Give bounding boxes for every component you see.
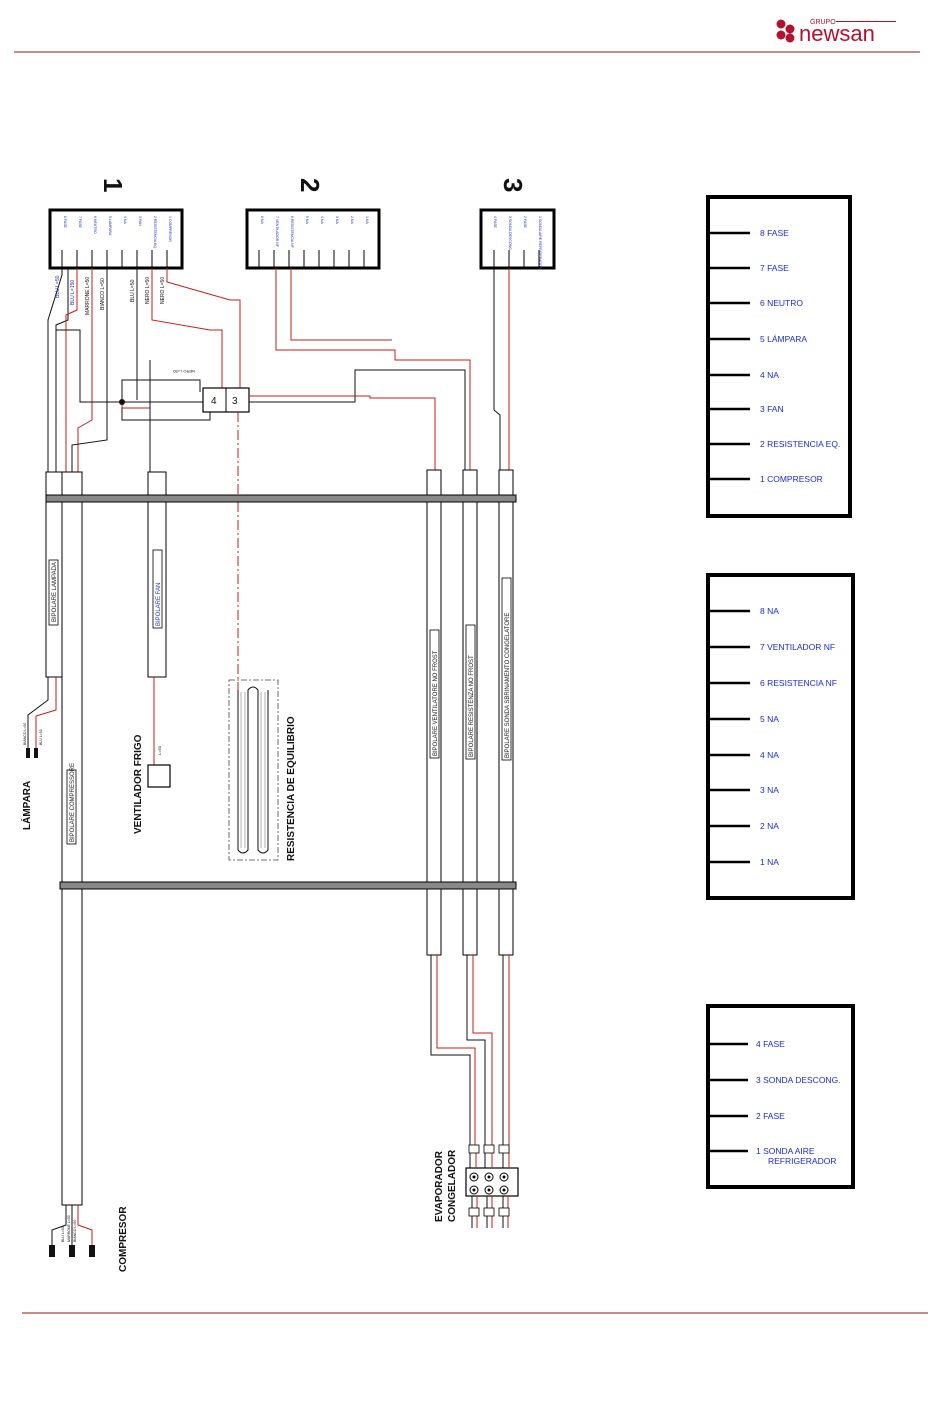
legend1-pin-8: 8 FASE xyxy=(760,228,789,238)
legend2-pin-2: 2 NA xyxy=(760,821,779,831)
svg-text:4 FASE: 4 FASE xyxy=(493,216,497,229)
label-resistencia: RESISTENCIA DE EQUILIBRIO xyxy=(286,716,297,861)
crossing-bands xyxy=(45,494,517,890)
connector-2: 8 NA 7 VENTILADOR NF 6 RESISTENCIA NF 5 … xyxy=(245,208,381,270)
legend1-pin-6: 6 NEUTRO xyxy=(760,298,803,308)
svg-text:1 SONDA AIRE REFRIGERADOR: 1 SONDA AIRE REFRIGERADOR xyxy=(538,216,542,270)
svg-text:1 COMPRESOR: 1 COMPRESOR xyxy=(168,216,172,242)
lampara-connector xyxy=(26,677,57,758)
label-ventilador: VENTILADOR FRIGO xyxy=(133,734,144,834)
legend3-pin-1-cont: REFRIGERADOR xyxy=(768,1156,836,1166)
logo-mark-icon xyxy=(776,19,795,43)
terminal-block: 4 3 xyxy=(202,387,250,413)
svg-text:3 SONDA DESCONG.: 3 SONDA DESCONG. xyxy=(508,216,512,251)
svg-text:3 NA: 3 NA xyxy=(335,216,339,224)
fan-motor xyxy=(147,764,171,788)
label-compresor: COMPRESOR xyxy=(118,1206,129,1272)
connector-3-number: 3 xyxy=(498,178,528,192)
svg-text:2 NA: 2 NA xyxy=(350,216,354,224)
lampara-wire-label-1: BIANCO L=50 xyxy=(23,723,27,745)
legend-connector-2: 8 NA 7 VENTILADOR NF 6 RESISTENCIA NF 5 … xyxy=(706,573,855,900)
svg-text:3 FAN: 3 FAN xyxy=(138,216,142,226)
label-congelador: CONGELADOR xyxy=(447,1149,458,1222)
comp-wire-label-1: BLU L=50 xyxy=(61,1226,65,1242)
legend2-pin-6: 6 RESISTENCIA NF xyxy=(760,678,837,688)
connector-3: 4 FASE 3 SONDA DESCONG. 2 FASE 1 SONDA A… xyxy=(479,208,556,270)
legend3-pin-2: 2 FASE xyxy=(756,1111,785,1121)
legend2-pin-8: 8 NA xyxy=(760,606,779,616)
wire-label-nero-top: NERO L=50 xyxy=(173,369,195,374)
terminal-3: 3 xyxy=(232,396,238,407)
svg-text:5 NA: 5 NA xyxy=(305,216,309,224)
terminal-4: 4 xyxy=(211,396,217,407)
wire-label-marrone: MARRONE L=50 xyxy=(85,277,91,315)
cable-label-resistenza: BIPOLARE RESISTENZA NO FROST xyxy=(469,655,475,757)
svg-text:6 NEUTRO: 6 NEUTRO xyxy=(93,216,97,234)
cable-label-ventilatore: BIPOLARE VENTILATORE NO FROST xyxy=(433,650,439,756)
cable-label-lampada: BIPOLARE LAMPADA xyxy=(52,562,58,622)
svg-text:1 NA: 1 NA xyxy=(365,216,369,224)
logo-name: newsan xyxy=(799,21,875,46)
svg-text:8 NA: 8 NA xyxy=(260,216,264,224)
legend2-pin-1: 1 NA xyxy=(760,857,779,867)
legend3-pin-1: 1 SONDA AIRE xyxy=(756,1146,815,1156)
connector-2-number: 2 xyxy=(295,178,325,192)
cable-label-sonda: BIPOLARE SONDA SBRINAMENTO CONGELATORE xyxy=(505,613,511,758)
legend1-pin-7: 7 FASE xyxy=(760,263,789,273)
legend-connector-1: 8 FASE 7 FASE 6 NEUTRO 5 LÁMPARA 4 NA 3 … xyxy=(706,195,852,518)
svg-text:4 NA: 4 NA xyxy=(320,216,324,224)
svg-text:8 FASE: 8 FASE xyxy=(63,216,67,229)
legend2-pin-3: 3 NA xyxy=(760,785,779,795)
legend1-pin-1: 1 COMPRESOR xyxy=(760,474,823,484)
wire-label-blu1: BLU L=50 xyxy=(55,275,61,298)
evaporator-wires xyxy=(430,955,510,1145)
evaporator-terminal xyxy=(465,1144,519,1228)
legend1-pin-2: 2 RESISTENCIA EQ. xyxy=(760,439,840,449)
logo-group-text: GRUPO xyxy=(810,19,836,26)
svg-text:7 VENTILADOR NF: 7 VENTILADOR NF xyxy=(275,216,279,247)
svg-text:5 LAMPARA: 5 LAMPARA xyxy=(108,216,112,236)
wire-label-blu3: BLU L=50 xyxy=(130,279,136,302)
wires-connector-2-3 xyxy=(249,268,510,475)
legend3-pin-4: 4 FASE xyxy=(756,1039,785,1049)
legend1-pin-5: 5 LÁMPARA xyxy=(760,334,807,344)
comp-wire-label-3: BIANCO L=50 xyxy=(73,1220,77,1242)
svg-text:2 FASE: 2 FASE xyxy=(523,216,527,229)
cables xyxy=(45,469,514,1206)
resistance-heater xyxy=(228,679,279,861)
label-evaporador: EVAPORADOR xyxy=(434,1150,445,1222)
legend2-pin-7: 7 VENTILADOR NF xyxy=(760,642,835,652)
wire-label-bianco: BIANCO L=50 xyxy=(100,278,106,310)
svg-text:4 NA: 4 NA xyxy=(123,216,127,224)
legend2-pin-4: 4 NA xyxy=(760,750,779,760)
cable-label-fan: BIPOLARE FAN xyxy=(156,583,162,626)
wire-label-blu2: BLU L=150 xyxy=(70,280,76,305)
wire-label-nero1: NERO L=50 xyxy=(145,277,151,304)
cable-label-compressore: BIPOLARE COMPRESSORE xyxy=(70,763,76,842)
label-lampara: LÁMPARA xyxy=(20,781,33,830)
legend1-pin-3: 3 FAN xyxy=(760,404,784,414)
wire-label-nero2: NERO L=50 xyxy=(160,277,166,304)
legend2-pin-5: 5 NA xyxy=(760,714,779,724)
fan-wire-label: L=50 xyxy=(157,745,162,755)
compresor-connector xyxy=(49,1205,95,1257)
legend1-pin-4: 4 NA xyxy=(760,370,779,380)
svg-text:7 FASE: 7 FASE xyxy=(78,216,82,229)
connector-1-number: 1 xyxy=(98,178,128,192)
svg-text:2 RESISTENCIA EQ: 2 RESISTENCIA EQ xyxy=(153,216,157,248)
connector-1: 8 FASE 7 FASE 6 NEUTRO 5 LAMPARA 4 NA 3 … xyxy=(48,208,184,270)
comp-wire-label-2: MARRONE L=50 xyxy=(67,1215,71,1242)
legend3-pin-3: 3 SONDA DESCONG. xyxy=(756,1075,841,1085)
svg-text:6 RESISTENCIA NF: 6 RESISTENCIA NF xyxy=(290,216,294,248)
lampara-wire-label-2: BLU L=50 xyxy=(39,729,43,745)
logo: GRUPO newsan xyxy=(776,19,896,46)
legend-connector-3: 4 FASE 3 SONDA DESCONG. 2 FASE 1 SONDA A… xyxy=(706,1004,855,1189)
